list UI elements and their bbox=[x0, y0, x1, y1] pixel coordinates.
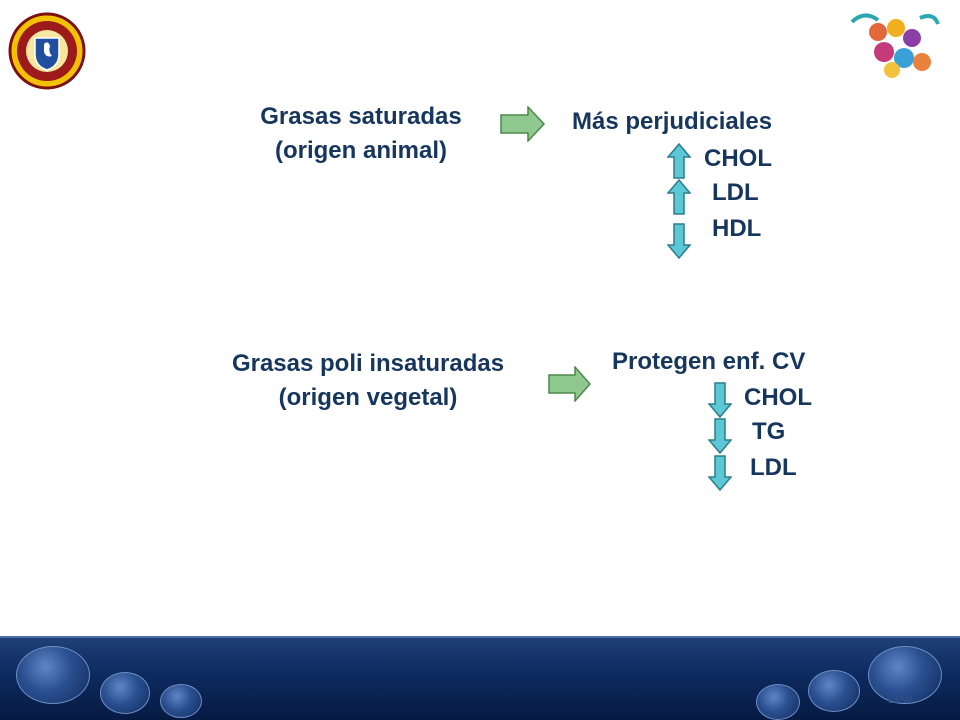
bubble-decoration bbox=[160, 684, 202, 718]
conference-logo-icon bbox=[850, 13, 940, 78]
arrow-down-icon bbox=[708, 382, 732, 418]
saturated-fats-line1: Grasas saturadas bbox=[260, 103, 462, 130]
protect-cv-heading: Protegen enf. CV bbox=[612, 348, 806, 375]
arrow-down-icon bbox=[667, 223, 691, 259]
bottom-item-ldl: LDL bbox=[750, 454, 797, 481]
polyunsaturated-fats-line1: Grasas poli insaturadas bbox=[231, 350, 505, 377]
top-item-hdl: HDL bbox=[712, 215, 762, 242]
saturated-fats-heading: Grasas saturadas (origen animal) bbox=[216, 100, 506, 168]
arrow-up-icon bbox=[667, 143, 691, 179]
bottom-item-tg: TG bbox=[752, 418, 786, 445]
polyunsaturated-fats-heading: Grasas poli insaturadas (origen vegetal) bbox=[182, 347, 554, 415]
university-seal-icon bbox=[8, 12, 86, 90]
footer-band bbox=[0, 638, 960, 720]
arrow-right-icon bbox=[548, 366, 592, 402]
arrow-up-icon bbox=[667, 179, 691, 215]
bottom-item-chol: CHOL bbox=[744, 384, 812, 411]
more-harmful-heading: Más perjudiciales bbox=[572, 108, 773, 135]
footer-divider bbox=[0, 636, 960, 639]
arrow-down-icon bbox=[708, 418, 732, 454]
polyunsaturated-fats-line2: (origen vegetal) bbox=[278, 384, 458, 411]
bubble-decoration bbox=[16, 646, 90, 704]
saturated-fats-line2: (origen animal) bbox=[274, 137, 448, 164]
bubble-decoration bbox=[756, 684, 800, 720]
bubble-decoration bbox=[100, 672, 150, 714]
arrow-right-icon bbox=[500, 106, 546, 142]
bubble-decoration bbox=[868, 646, 942, 704]
bubble-decoration bbox=[808, 670, 860, 712]
top-item-chol: CHOL bbox=[704, 145, 772, 172]
top-item-ldl: LDL bbox=[712, 179, 759, 206]
footer-mark: LPW bbox=[888, 694, 913, 706]
arrow-down-icon bbox=[708, 455, 732, 491]
